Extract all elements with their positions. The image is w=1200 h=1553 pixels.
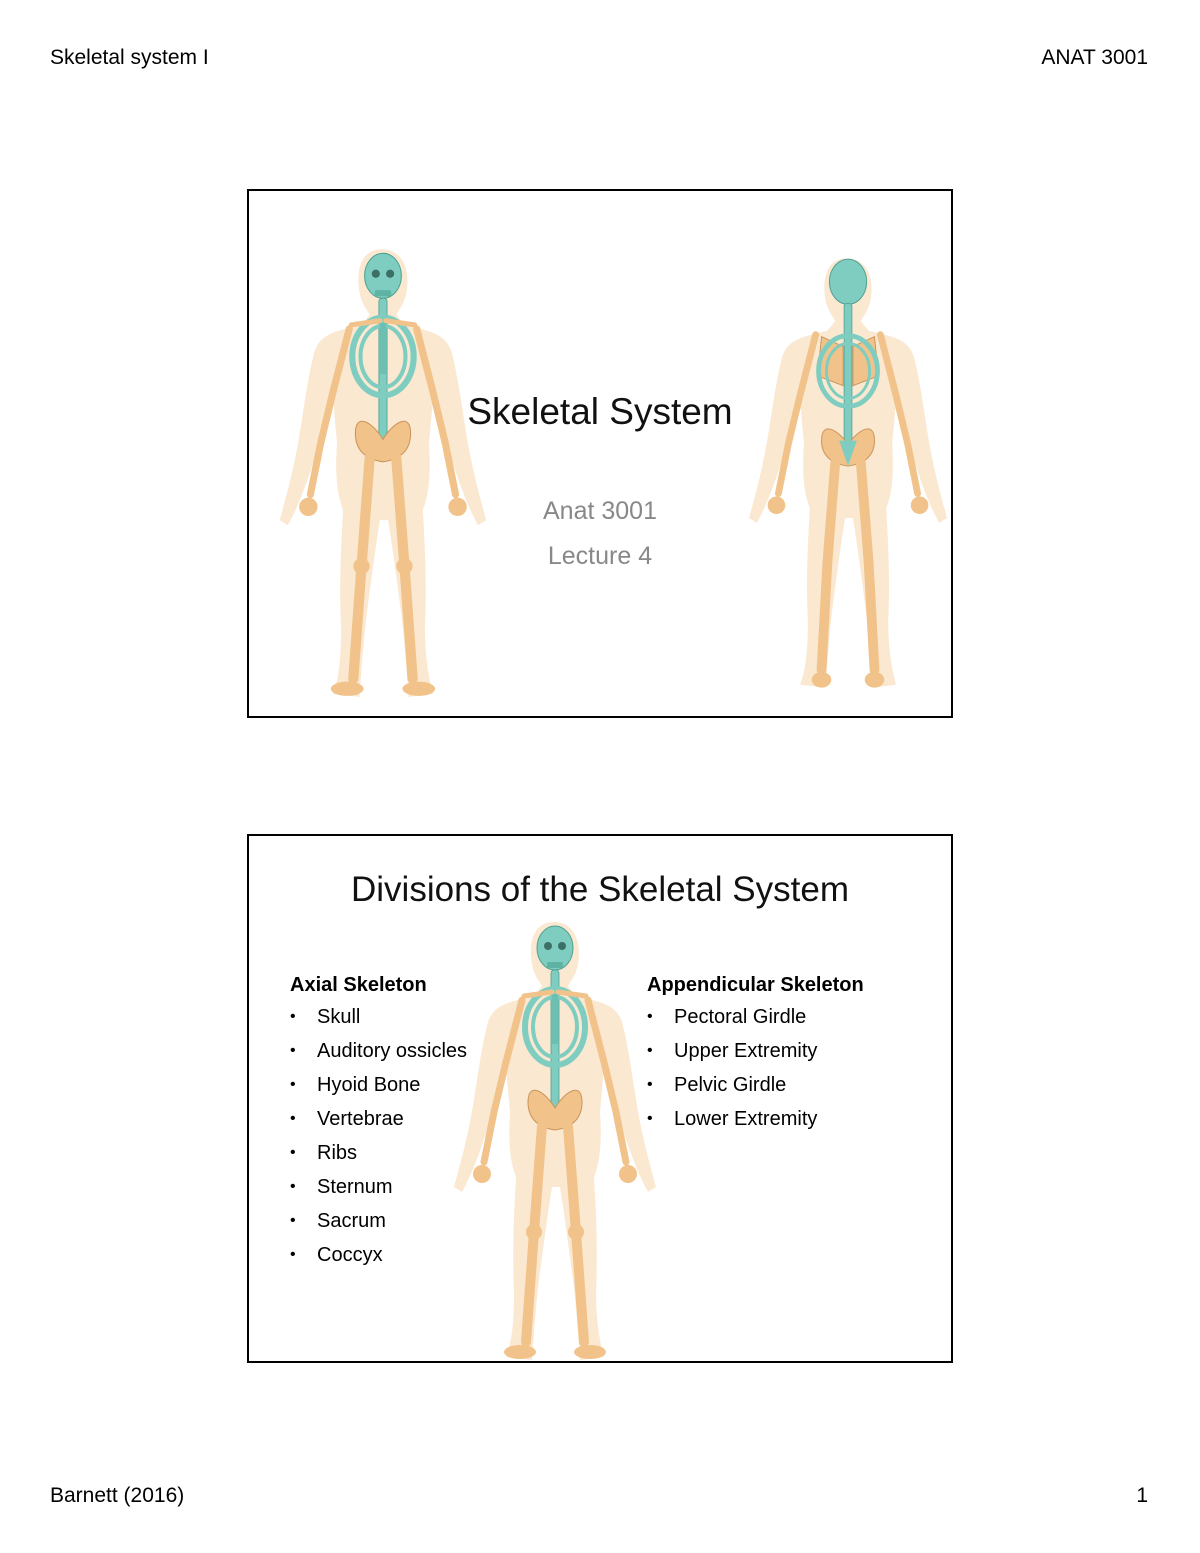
bullet-icon: • — [290, 1212, 296, 1229]
bullet-icon: • — [647, 1110, 653, 1127]
appendicular-heading: Appendicular Skeleton — [647, 974, 864, 996]
appendicular-skeleton-column: Appendicular Skeleton •Pectoral Girdle •… — [647, 974, 864, 1141]
skeleton-front-illustration — [279, 239, 489, 699]
skeleton-back-illustration — [749, 239, 949, 699]
bullet-icon: • — [290, 1110, 296, 1127]
list-item: •Skull — [290, 1006, 361, 1028]
appendicular-list: •Pectoral Girdle •Upper Extremity •Pelvi… — [647, 1005, 864, 1141]
list-item: •Lower Extremity — [647, 1108, 818, 1130]
axial-list: •Skull •Auditory ossicles •Hyoid Bone •V… — [290, 1005, 467, 1277]
skeleton-front-illustration — [449, 912, 663, 1362]
bullet-icon: • — [290, 1246, 296, 1263]
list-item: •Pelvic Girdle — [647, 1074, 787, 1096]
page-number: 1 — [1136, 1484, 1148, 1507]
bullet-icon: • — [290, 1178, 296, 1195]
slide-course: Anat 3001 — [543, 497, 657, 525]
bullet-icon: • — [290, 1144, 296, 1161]
bullet-icon: • — [290, 1042, 296, 1059]
page-header-title: Skeletal system I — [50, 46, 209, 69]
list-item: •Upper Extremity — [647, 1040, 818, 1062]
list-item: •Sternum — [290, 1176, 393, 1198]
slide-title-card: Skeletal System Anat 3001 Lecture 4 — [247, 189, 953, 718]
list-item: •Ribs — [290, 1142, 358, 1164]
list-item: •Vertebrae — [290, 1108, 404, 1130]
list-item: •Coccyx — [290, 1244, 383, 1266]
slide-title: Divisions of the Skeletal System — [351, 870, 849, 909]
bullet-icon: • — [647, 1042, 653, 1059]
list-item: •Hyoid Bone — [290, 1074, 421, 1096]
page-footer-author: Barnett (2016) — [50, 1484, 185, 1507]
bullet-icon: • — [647, 1008, 653, 1025]
bullet-icon: • — [290, 1076, 296, 1093]
axial-heading: Axial Skeleton — [290, 974, 427, 996]
slide-title: Skeletal System — [467, 391, 733, 432]
axial-skeleton-column: Axial Skeleton •Skull •Auditory ossicles… — [290, 974, 467, 1277]
bullet-icon: • — [647, 1076, 653, 1093]
page-header-course: ANAT 3001 — [1041, 46, 1148, 69]
list-item: •Pectoral Girdle — [647, 1006, 807, 1028]
slide-divisions: Divisions of the Skeletal System Axial S… — [247, 834, 953, 1363]
bullet-icon: • — [290, 1008, 296, 1025]
list-item: •Sacrum — [290, 1210, 386, 1232]
slide-lecture: Lecture 4 — [547, 542, 653, 570]
list-item: •Auditory ossicles — [290, 1040, 468, 1062]
